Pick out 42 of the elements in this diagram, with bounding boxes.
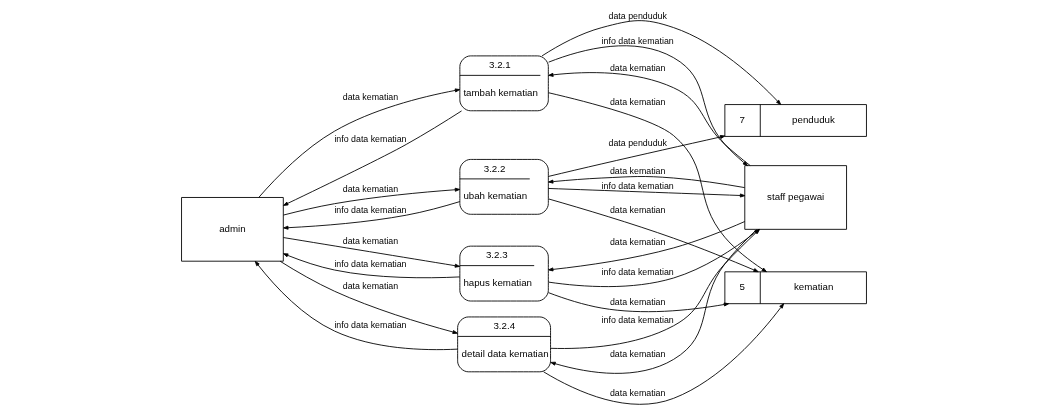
- edge-label: info data kematian: [334, 320, 407, 331]
- edge-label: data penduduk: [608, 10, 667, 21]
- edge-label: info data kematian: [601, 315, 674, 326]
- edge-label: info data kematian: [601, 35, 674, 46]
- arrow: [548, 45, 748, 166]
- edge-label: data kematian: [342, 236, 399, 247]
- arrow: [283, 253, 461, 279]
- arrow: [283, 110, 462, 206]
- arrow: [283, 237, 461, 268]
- arrow: [543, 303, 785, 405]
- edge-label: data kematian: [609, 387, 666, 398]
- arrow: [548, 221, 746, 272]
- edge-label: info data kematian: [334, 204, 407, 215]
- edge-label: info data kematian: [601, 180, 674, 191]
- edge-label: data kematian: [609, 166, 666, 177]
- edge-label: data kematian: [342, 280, 399, 291]
- edge-label: info data kematian: [334, 259, 407, 270]
- edge-label: data kematian: [609, 237, 666, 248]
- arrow: [547, 135, 726, 177]
- arrow: [283, 201, 461, 230]
- edge-label: data kematian: [342, 92, 399, 103]
- arrow: [548, 292, 730, 313]
- arrow: [254, 260, 458, 351]
- edge-label: data kematian: [609, 205, 666, 216]
- arrow: [547, 92, 767, 273]
- edge-label: data kematian: [609, 348, 666, 359]
- edge-label: data kematian: [342, 184, 399, 195]
- edge-label: data kematian: [609, 62, 666, 73]
- arrow: [283, 187, 461, 216]
- arrow: [541, 20, 782, 105]
- edge-label: info data kematian: [334, 133, 407, 144]
- node-box: admin: [181, 197, 284, 262]
- edge-label: data penduduk: [608, 138, 667, 149]
- edge-label: data kematian: [609, 97, 666, 108]
- arrow: [258, 88, 461, 198]
- edge-label: data kematian: [609, 297, 666, 308]
- arrow: [548, 72, 751, 166]
- edge-label: info data kematian: [601, 267, 674, 278]
- arrow: [548, 176, 745, 188]
- node-box: staff pegawai: [744, 165, 847, 230]
- arrow: [547, 188, 746, 198]
- arrow: [279, 260, 458, 334]
